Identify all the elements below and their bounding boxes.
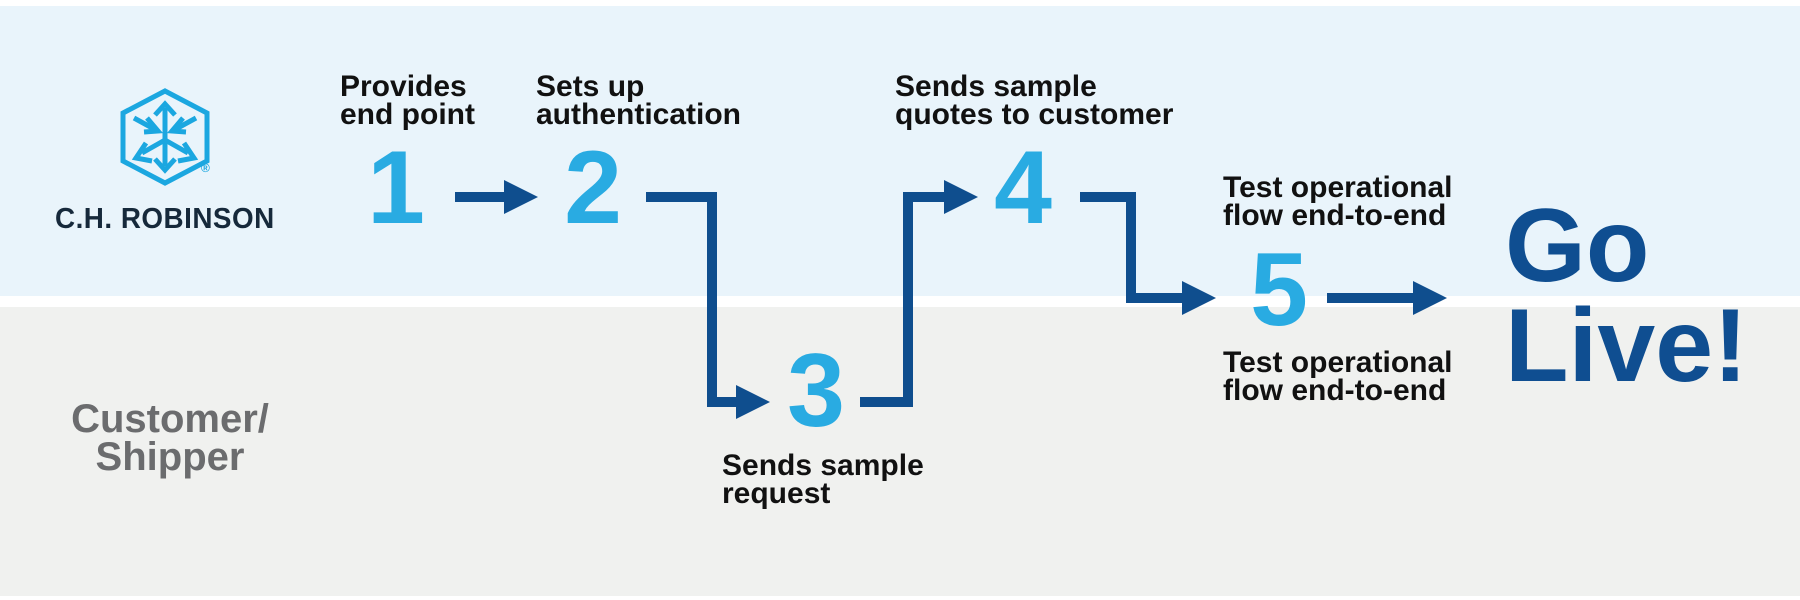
connector-3-4 (860, 192, 944, 407)
logo-hexagon (120, 88, 210, 186)
connector-2-3 (646, 192, 736, 407)
arrowhead-2-3-icon (736, 385, 770, 419)
step-5-label-top-line-2: flow end-to-end (1223, 199, 1447, 232)
lane-customer-label: Customer/ Shipper (30, 397, 310, 479)
step-1-label-line-2: end point (340, 98, 475, 131)
step-2-label-line-1: Sets up (536, 70, 645, 103)
step-2-label: Sets up authentication (536, 70, 742, 131)
lane-customer-label-line-2: Shipper (95, 435, 245, 479)
step-3-label-line-2: request (722, 477, 831, 510)
step-5-label-top-line-1: Test operational (1223, 171, 1453, 204)
arrowhead-4-5-icon (1182, 281, 1216, 315)
step-4-label-line-1: Sends sample (895, 70, 1097, 103)
step-5-label-bottom: Test operational flow end-to-end (1223, 346, 1453, 407)
step-2-number: 2 (564, 130, 622, 246)
arrowhead-1-2-icon (504, 180, 538, 214)
step-4-label: Sends sample quotes to customer (895, 70, 1174, 131)
arrowhead-3-4-icon (944, 180, 978, 214)
step-3-number: 3 (787, 333, 845, 449)
step-1-label-line-1: Provides (340, 70, 467, 103)
step-4-label-line-2: quotes to customer (895, 98, 1174, 131)
step-5-label-bottom-line-2: flow end-to-end (1223, 374, 1447, 407)
lane-customer-label-line-1: Customer/ (71, 397, 269, 441)
step-2-label-line-2: authentication (536, 98, 742, 131)
chrobinson-wordmark: C.H. ROBINSON (55, 203, 275, 235)
go-live-line-2: Live! (1505, 288, 1748, 404)
lane-chrobinson-band (0, 6, 1800, 296)
step-3-label: Sends sample request (722, 449, 924, 510)
step-5-label-top: Test operational flow end-to-end (1223, 171, 1453, 232)
arrowhead-5-golive-icon (1413, 281, 1447, 315)
go-live-line-1: Go (1505, 188, 1650, 304)
step-5-number: 5 (1250, 232, 1308, 348)
step-1-number: 1 (367, 130, 425, 246)
step-3-label-line-1: Sends sample (722, 449, 924, 482)
step-4-number: 4 (994, 130, 1052, 246)
connector-4-5 (1080, 192, 1182, 303)
step-5-label-bottom-line-1: Test operational (1223, 346, 1453, 379)
go-live-text: Go Live! (1505, 194, 1748, 398)
chrobinson-logo-icon (120, 88, 210, 186)
step-1-label: Provides end point (340, 70, 475, 131)
lane-customer-band (0, 307, 1800, 596)
registered-trademark-symbol: ® (201, 161, 210, 175)
